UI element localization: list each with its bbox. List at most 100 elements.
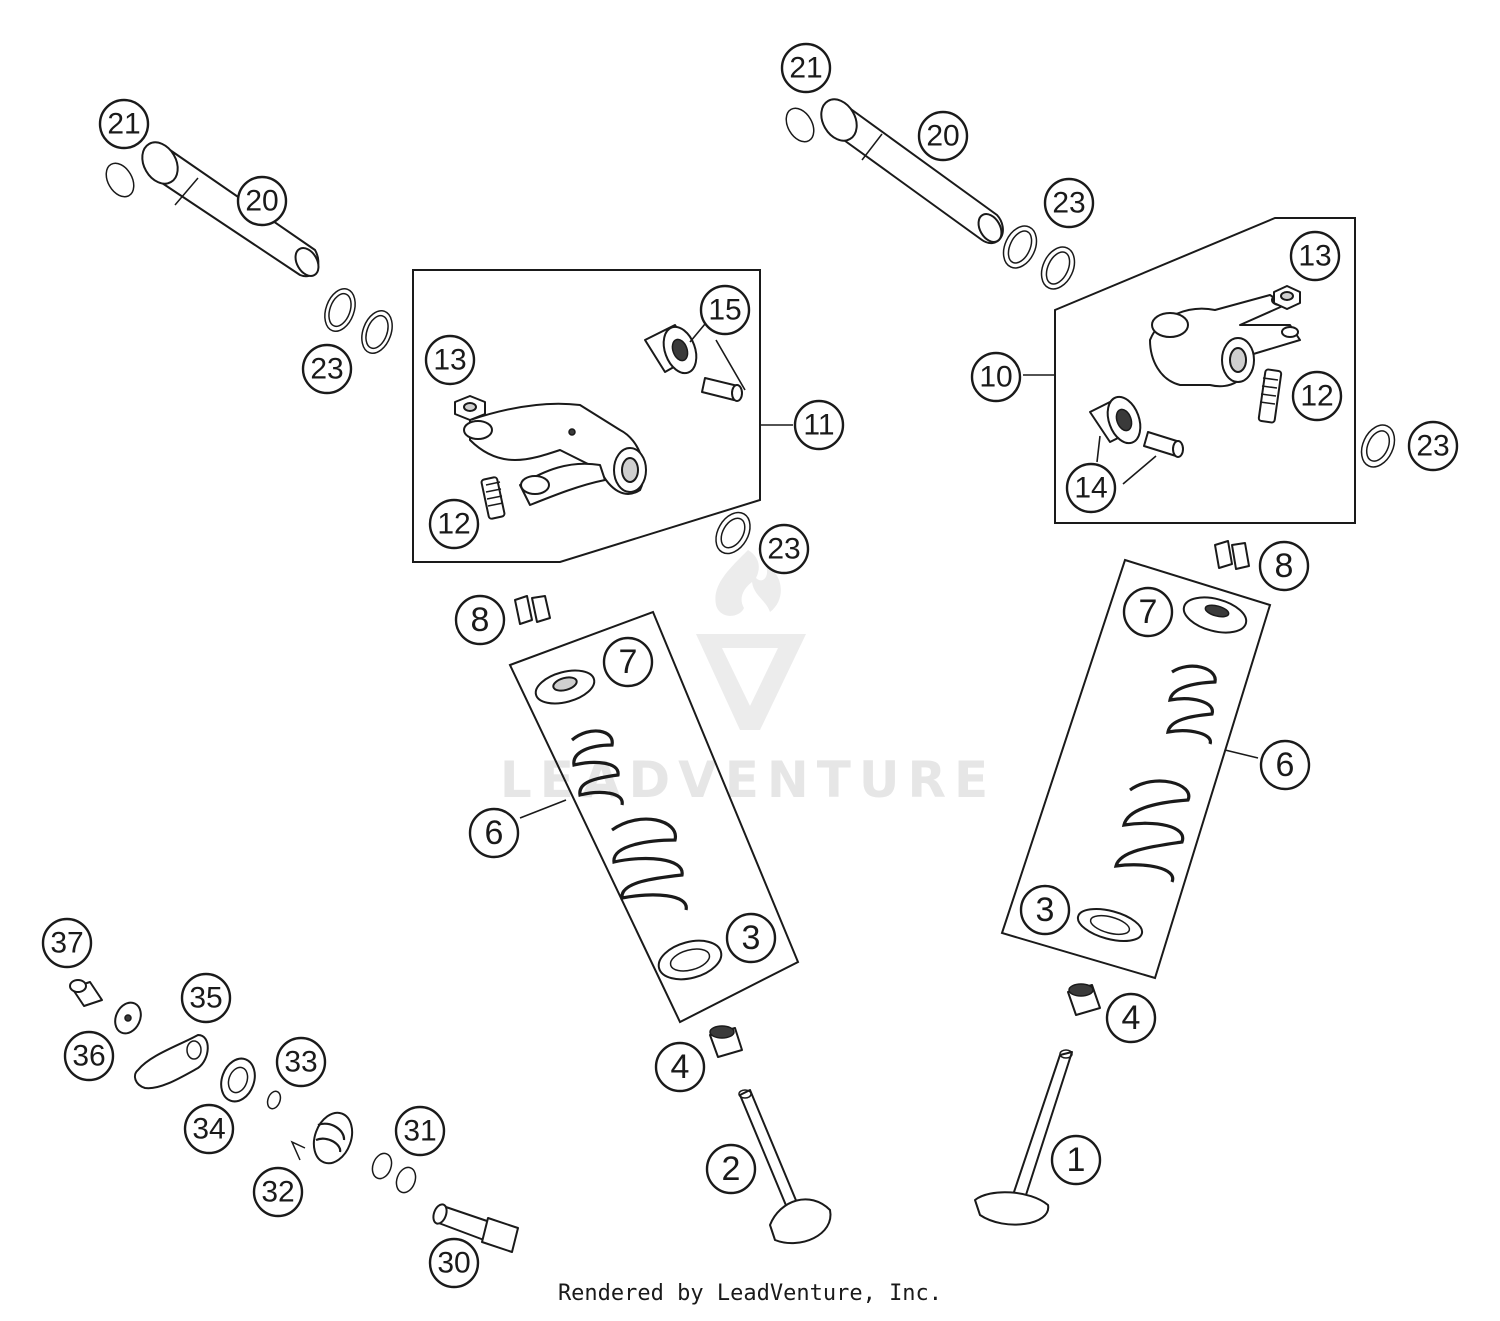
svg-text:37: 37	[50, 927, 83, 960]
svg-text:32: 32	[261, 1176, 294, 1209]
callout-10[interactable]: 10	[970, 351, 1022, 403]
svg-text:4: 4	[671, 1048, 690, 1086]
shims-23-left	[324, 288, 393, 354]
svg-text:6: 6	[485, 814, 504, 852]
rocker-shaft-right	[785, 98, 1004, 245]
callout-30[interactable]: 30	[428, 1237, 480, 1289]
callout-23[interactable]: 23	[1043, 177, 1095, 229]
svg-text:11: 11	[803, 409, 834, 442]
nut-13-right	[1273, 285, 1301, 310]
valve-spring-kit-frame-6-right	[1000, 558, 1272, 980]
callout-4[interactable]: 4	[1105, 992, 1157, 1044]
valve-seal-4-right	[1067, 983, 1101, 1016]
svg-text:20: 20	[926, 120, 959, 153]
svg-text:2: 2	[722, 1150, 741, 1188]
rocker-arm-kit-frame-11	[412, 269, 761, 563]
lever-35	[133, 1034, 209, 1090]
callout-2[interactable]: 2	[705, 1143, 757, 1195]
valve-keepers-8-left	[514, 595, 551, 625]
svg-text:15: 15	[708, 294, 741, 327]
shim-23-far-right	[1360, 424, 1396, 468]
callout-34[interactable]: 34	[183, 1103, 235, 1155]
svg-text:23: 23	[767, 533, 800, 566]
callout-6[interactable]: 6	[1259, 739, 1311, 791]
svg-text:6: 6	[1276, 746, 1295, 784]
svg-text:7: 7	[619, 643, 638, 681]
svg-text:35: 35	[189, 982, 222, 1015]
callout-7[interactable]: 7	[602, 636, 654, 688]
svg-text:34: 34	[192, 1113, 225, 1146]
outer-spring-left	[611, 817, 688, 911]
svg-text:14: 14	[1074, 472, 1107, 505]
callout-13[interactable]: 13	[1289, 230, 1341, 282]
svg-text:13: 13	[433, 344, 466, 377]
callout-12[interactable]: 12	[1291, 370, 1343, 422]
callout-4[interactable]: 4	[654, 1041, 706, 1093]
svg-text:7: 7	[1139, 593, 1158, 631]
callout-20[interactable]: 20	[236, 175, 288, 227]
inner-spring-right	[1166, 664, 1217, 745]
callout-23[interactable]: 23	[1407, 420, 1459, 472]
svg-text:36: 36	[72, 1040, 105, 1073]
bolt-37	[69, 979, 103, 1007]
callout-35[interactable]: 35	[180, 972, 232, 1024]
callout-23[interactable]: 23	[301, 343, 353, 395]
valve-1	[974, 1049, 1073, 1226]
svg-text:21: 21	[107, 108, 140, 141]
callout-11[interactable]: 11	[793, 399, 845, 451]
watermark-v-logo-icon	[696, 634, 806, 730]
watermark-brand: LEADVENTURE	[500, 751, 996, 809]
shaft-30	[432, 1203, 519, 1253]
inner-spring-left	[570, 729, 624, 806]
valve-seal-4-left	[709, 1025, 743, 1058]
leader-lines	[519, 317, 1259, 819]
callout-3[interactable]: 3	[725, 912, 777, 964]
callout-33[interactable]: 33	[275, 1036, 327, 1088]
svg-text:3: 3	[742, 919, 761, 957]
callout-14[interactable]: 14	[1065, 462, 1117, 514]
callout-31[interactable]: 31	[394, 1105, 446, 1157]
svg-text:3: 3	[1036, 891, 1055, 929]
roller-15-left	[644, 324, 743, 402]
spring-retainer-7-left	[534, 669, 596, 705]
spring-32	[290, 1111, 354, 1165]
nut-13-left	[454, 395, 486, 421]
ring-33	[266, 1090, 282, 1110]
shim-23-mid	[715, 511, 751, 555]
callout-20[interactable]: 20	[917, 110, 969, 162]
callout-36[interactable]: 36	[63, 1030, 115, 1082]
svg-text:12: 12	[1300, 380, 1333, 413]
callout-1[interactable]: 1	[1050, 1134, 1102, 1186]
svg-text:20: 20	[245, 185, 278, 218]
svg-text:23: 23	[1052, 187, 1085, 220]
callout-13[interactable]: 13	[424, 334, 476, 386]
watermark: LEADVENTURE	[500, 550, 996, 809]
valve-spring-kit-frame-6-left	[508, 610, 800, 1024]
watermark-flame-icon	[715, 550, 781, 616]
svg-text:23: 23	[310, 353, 343, 386]
callout-6[interactable]: 6	[468, 807, 520, 859]
svg-text:33: 33	[284, 1046, 317, 1079]
rocker-shaft-left	[105, 141, 320, 278]
callout-37[interactable]: 37	[41, 917, 93, 969]
callout-21[interactable]: 21	[780, 42, 832, 94]
rocker-arm-kit-frame-10	[1054, 217, 1356, 524]
callout-32[interactable]: 32	[252, 1166, 304, 1218]
callout-15[interactable]: 15	[699, 284, 751, 336]
spring-seat-3-right	[1076, 908, 1144, 942]
roller-14-right	[1089, 395, 1184, 458]
svg-text:1: 1	[1067, 1141, 1086, 1179]
callout-3[interactable]: 3	[1019, 884, 1071, 936]
callout-23[interactable]: 23	[758, 523, 810, 575]
callout-12[interactable]: 12	[428, 498, 480, 550]
svg-text:12: 12	[437, 508, 470, 541]
callout-7[interactable]: 7	[1122, 586, 1174, 638]
svg-text:13: 13	[1298, 240, 1331, 273]
callout-8[interactable]: 8	[1258, 540, 1310, 592]
footer-credit: Rendered by LeadVenture, Inc.	[558, 1281, 942, 1306]
svg-text:23: 23	[1416, 430, 1449, 463]
callout-8[interactable]: 8	[454, 594, 506, 646]
outer-spring-right	[1113, 779, 1191, 883]
callout-21[interactable]: 21	[98, 98, 150, 150]
